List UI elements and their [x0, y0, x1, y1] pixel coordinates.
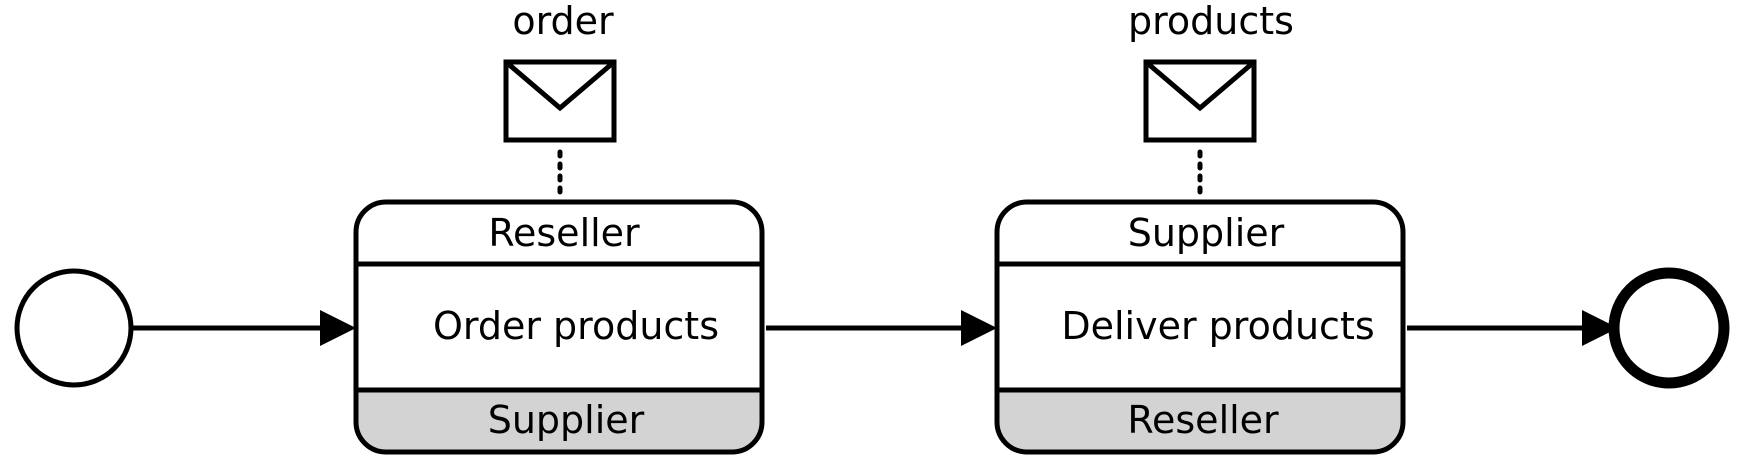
arrowhead-icon	[1582, 310, 1618, 346]
arrowhead-icon	[320, 310, 356, 346]
envelope-icon	[503, 59, 617, 143]
arrowhead-icon	[961, 310, 997, 346]
task-name-label: Deliver products	[1061, 304, 1374, 348]
choreography-task-order-products[interactable]: Reseller Order products Supplier	[353, 199, 765, 455]
sequence-flow-start-to-order[interactable]	[131, 310, 356, 346]
end-event[interactable]	[1608, 267, 1730, 389]
envelope-icon	[1143, 59, 1257, 143]
initiating-participant-label: Supplier	[1128, 211, 1285, 255]
participant-band-bottom	[356, 390, 762, 452]
choreography-task-deliver-products[interactable]: Supplier Deliver products Reseller	[994, 199, 1406, 455]
task-name-label: Order products	[433, 304, 719, 348]
message-products[interactable]: products	[1128, 0, 1294, 199]
message-label-products: products	[1128, 0, 1294, 43]
sequence-flow-deliver-to-end[interactable]	[1407, 310, 1618, 346]
participant-label: Supplier	[488, 398, 645, 442]
message-order[interactable]: order	[503, 0, 617, 199]
participant-band-bottom	[997, 390, 1403, 452]
sequence-flow-order-to-deliver[interactable]	[766, 310, 997, 346]
initiating-participant-label: Reseller	[488, 211, 640, 255]
message-label-order: order	[512, 0, 614, 43]
start-event[interactable]	[14, 268, 134, 388]
participant-label: Reseller	[1127, 398, 1279, 442]
